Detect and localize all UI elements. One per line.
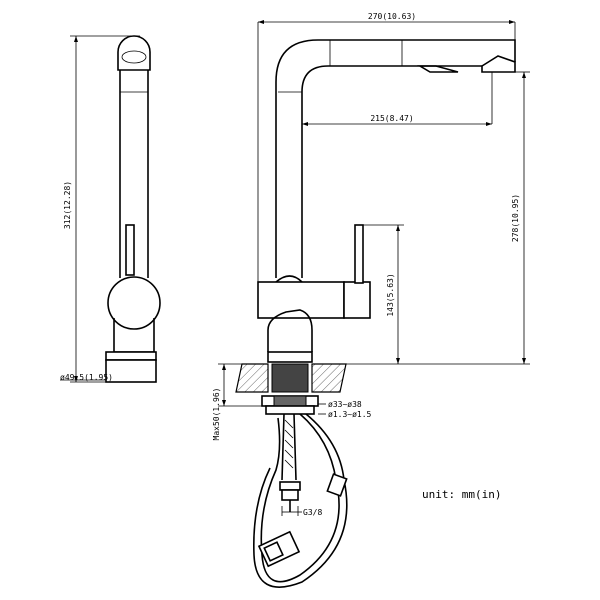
side-view: [105, 35, 161, 383]
base-diameter-label: ø49.5(1.95): [60, 373, 113, 382]
spout-height-label: 278(10.95): [511, 194, 520, 242]
base-diameter-dimension: ø49.5(1.95): [60, 373, 113, 382]
countertop-section: [235, 363, 347, 415]
reach-spout-dimension: 215(8.47): [302, 72, 493, 126]
unit-note: unit: mm(in): [422, 488, 501, 501]
height-dimension: 312(12.28): [63, 35, 140, 383]
connector-thread-dimension: G3/8: [281, 506, 322, 517]
max-deck-dimension: Max50(1.96): [212, 363, 262, 441]
supply-hoses: [253, 413, 348, 588]
max-deck-label: Max50(1.96): [212, 388, 221, 441]
reach-spout-label: 215(8.47): [370, 114, 413, 123]
connector-thread-label: G3/8: [303, 508, 322, 517]
handle-height-dimension: 143(5.63): [363, 224, 404, 364]
spout-height-dimension: 278(10.95): [346, 71, 530, 365]
height-total-label: 312(12.28): [63, 181, 72, 229]
reach-total-label: 270(10.63): [368, 12, 416, 21]
reach-total-dimension: 270(10.63): [257, 12, 516, 284]
hole-diameter-label: ø33~ø38: [328, 400, 362, 409]
handle-height-label: 143(5.63): [386, 273, 395, 316]
hole-diameter-callout: ø33~ø38 ø1.3~ø1.5: [318, 400, 372, 419]
thread-diameter-label: ø1.3~ø1.5: [328, 410, 372, 419]
front-view: [257, 39, 516, 363]
